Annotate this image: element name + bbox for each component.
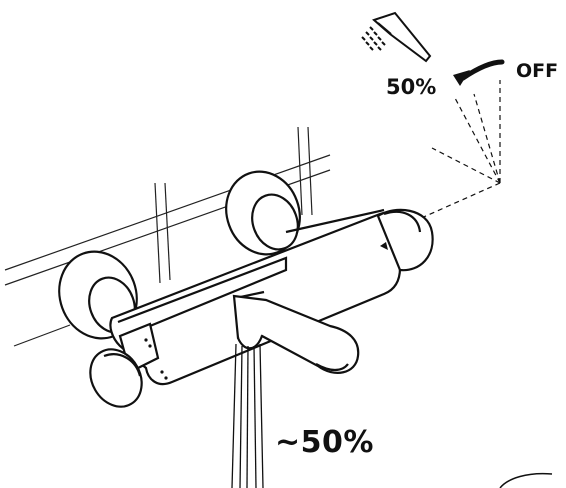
off-label: OFF <box>516 60 559 82</box>
wall-flange-right <box>225 170 301 256</box>
detail-circle <box>499 472 553 488</box>
curved-arrow-icon <box>453 59 505 86</box>
flow-percent-label: ~50% <box>275 425 374 460</box>
water-stream <box>231 343 264 488</box>
shower-percent-label: 50% <box>386 75 437 99</box>
rotation-guide-lines <box>371 80 501 241</box>
shower-head-icon <box>361 11 432 63</box>
body-markings <box>144 242 388 380</box>
spout <box>232 294 360 374</box>
diverter-knob[interactable] <box>376 208 434 272</box>
thermostat-knob[interactable] <box>80 322 160 416</box>
